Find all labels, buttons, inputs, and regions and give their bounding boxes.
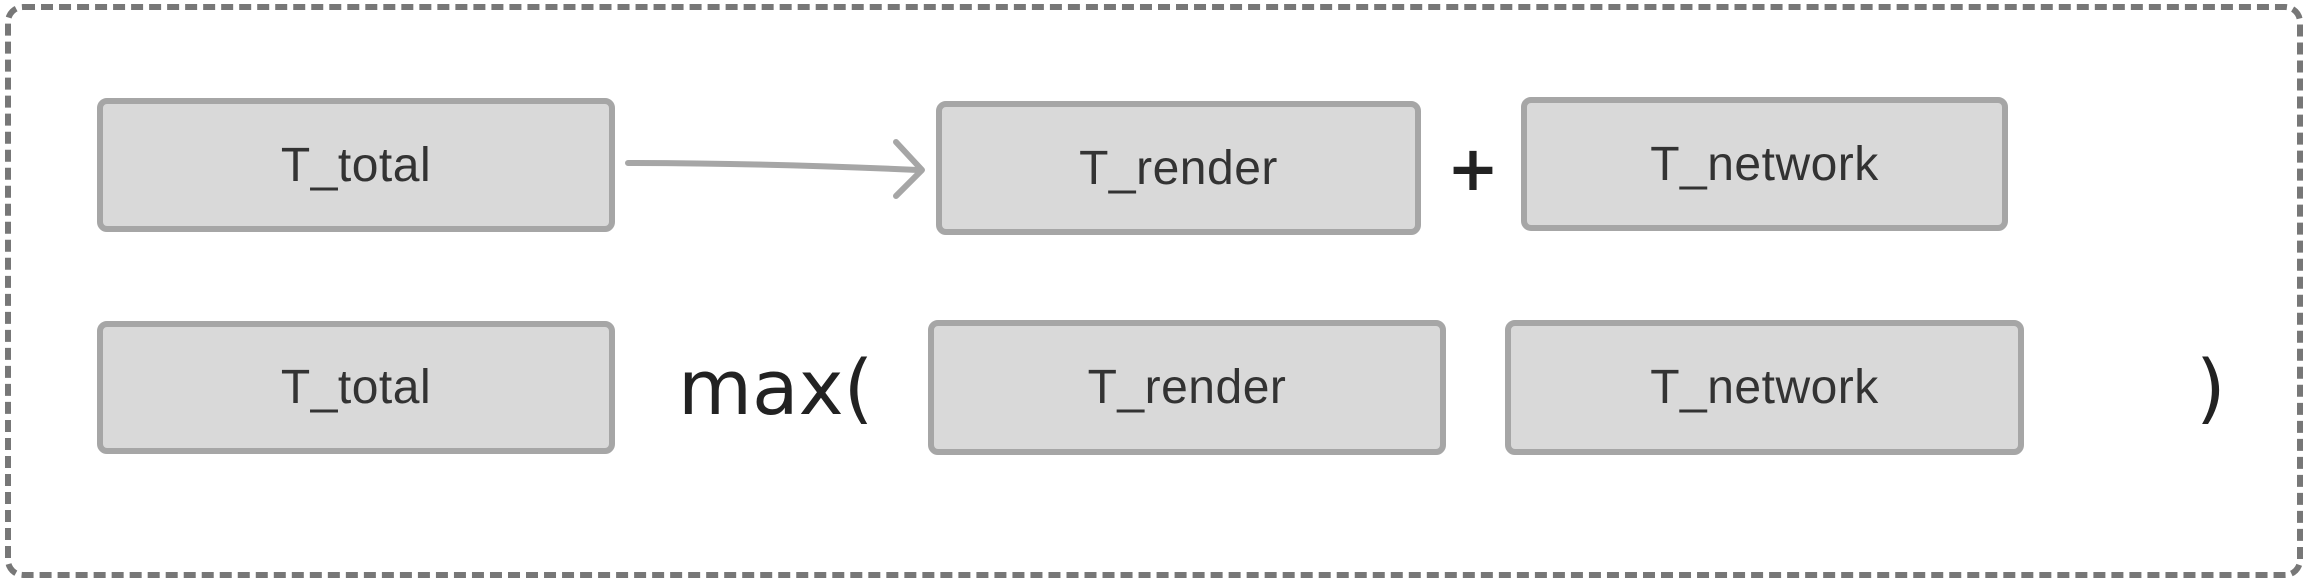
row2-max-close: ) [2196, 343, 2226, 432]
row1-arrow [625, 160, 921, 173]
row1-total-label: T_total [280, 138, 432, 192]
row2-render-box: T_render [928, 320, 1446, 455]
row2-max-open: max( [678, 343, 874, 432]
row2-render-label: T_render [1087, 361, 1287, 414]
row2-total-label: T_total [280, 361, 432, 414]
row1-arrowhead [893, 139, 925, 199]
row1-network-label: T_network [1650, 137, 1879, 191]
row2-network-box: T_network [1505, 320, 2024, 455]
row1-render-label: T_render [1079, 141, 1278, 195]
row1-render-box: T_render [936, 101, 1421, 235]
row2-network-label: T_network [1650, 361, 1879, 414]
row2-total-box: T_total [97, 321, 615, 454]
row1-total-box: T_total [97, 98, 615, 232]
dashed-frame [5, 4, 2303, 578]
row1-network-box: T_network [1521, 97, 2008, 231]
row1-plus-operator: + [1447, 132, 1499, 205]
